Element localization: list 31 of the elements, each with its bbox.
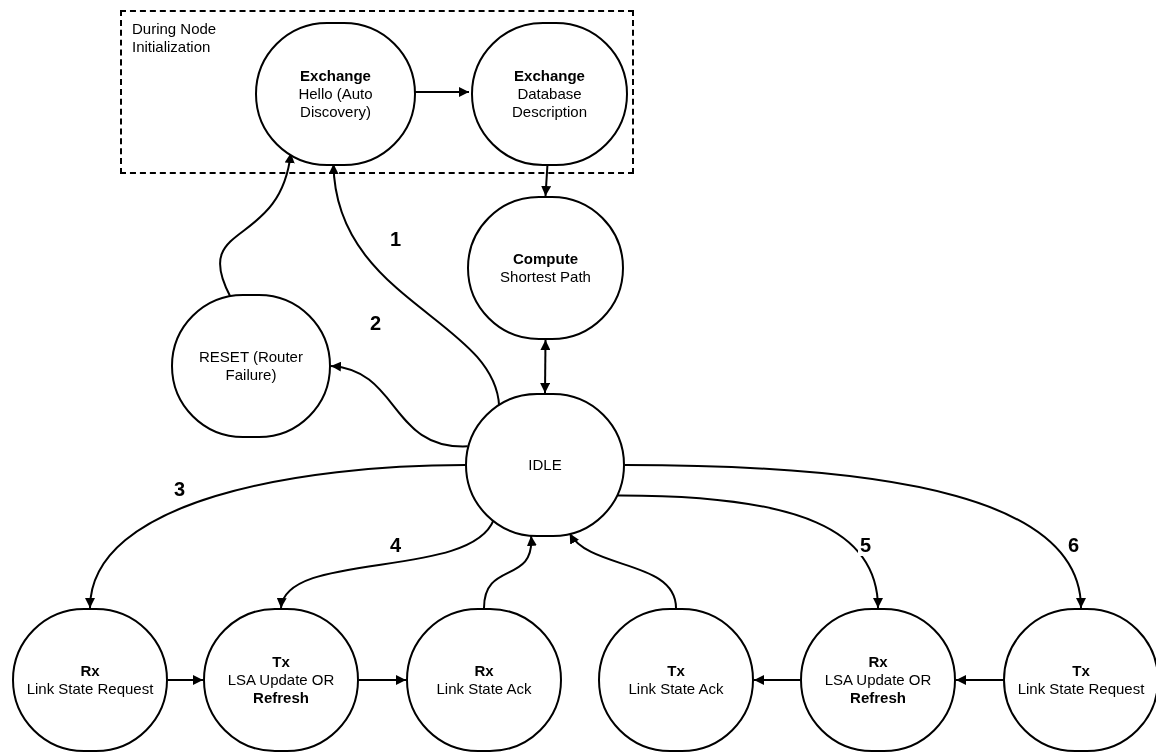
state-label: IDLE (528, 456, 562, 474)
arrow (616, 494, 883, 609)
state-label: RESET (Router Failure) (198, 348, 304, 384)
dashed-group-box (120, 10, 634, 174)
state-label: Link State Request (1017, 680, 1145, 698)
group-label: During Node Initialization (132, 20, 218, 56)
state-label: Link State Request (26, 680, 154, 698)
state-label: LSA Update OR Refresh (226, 671, 336, 707)
arrow (753, 675, 801, 685)
state-label: Shortest Path (500, 268, 591, 286)
state-label: Database Description (511, 85, 588, 121)
state-title: Tx (667, 662, 685, 680)
state-title: Rx (80, 662, 100, 680)
state-title: Rx (868, 653, 888, 671)
state-title: Compute (513, 250, 578, 268)
arrow (279, 519, 495, 609)
arrow (86, 464, 466, 609)
state-title: Tx (1072, 662, 1090, 680)
arrow (540, 339, 551, 394)
arrow (358, 675, 407, 685)
state-label: LSA Update OR Refresh (823, 671, 933, 707)
arrow (167, 675, 204, 685)
state-title: Exchange (300, 67, 371, 85)
state-title: Tx (272, 653, 290, 671)
state-label: Hello (Auto Discovery) (297, 85, 374, 121)
state-label: Link State Ack (628, 680, 724, 698)
state-title: Exchange (514, 67, 585, 85)
arrow (955, 675, 1004, 685)
arrow (624, 464, 1085, 609)
state-label: Link State Ack (436, 680, 532, 698)
state-title: Rx (474, 662, 494, 680)
